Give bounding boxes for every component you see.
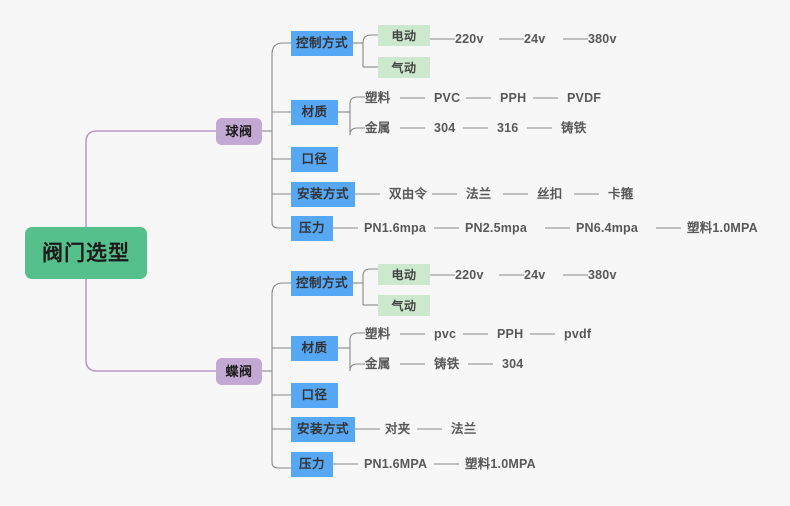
- branch-node-butterfly-valve-label: 蝶阀: [225, 364, 253, 379]
- leaf-butterfly-metal-cast-iron[interactable]: 铸铁: [434, 357, 460, 371]
- attr-label: 材质: [301, 341, 328, 356]
- branch-node-ball-valve-label: 球阀: [225, 124, 253, 139]
- leaf-ball-plastic-pvdf[interactable]: PVDF: [567, 91, 602, 105]
- attr-node-ball-pressure[interactable]: 压力: [291, 216, 333, 241]
- attr-label: 安装方式: [297, 187, 350, 202]
- leaf-butterfly-electric-380v[interactable]: 380v: [588, 268, 617, 282]
- attr-label: 安装方式: [297, 422, 350, 437]
- leaf-butterfly-install-flange[interactable]: 法兰: [451, 422, 477, 436]
- sub-node-butterfly-pneumatic[interactable]: 气动: [378, 295, 430, 316]
- leaf-ball-pressure-pn64[interactable]: PN6.4mpa: [576, 221, 639, 235]
- attr-node-ball-control-method[interactable]: 控制方式: [291, 31, 353, 56]
- attr-node-ball-material[interactable]: 材质: [291, 100, 338, 125]
- sub-node-label: 气动: [391, 60, 417, 75]
- branch-node-butterfly-valve[interactable]: 蝶阀: [216, 358, 262, 385]
- sub-node-butterfly-electric[interactable]: 电动: [378, 264, 430, 285]
- leaf-ball-plastic-pph[interactable]: PPH: [500, 91, 527, 105]
- sub-label-butterfly-metal[interactable]: 金属: [365, 357, 391, 371]
- attr-node-butterfly-control-method[interactable]: 控制方式: [291, 271, 353, 296]
- root-node-label: 阀门选型: [42, 241, 130, 265]
- leaf-butterfly-pressure-pn16[interactable]: PN1.6MPA: [364, 457, 428, 471]
- leaf-butterfly-metal-304[interactable]: 304: [502, 357, 524, 371]
- leaf-ball-pressure-pn16[interactable]: PN1.6mpa: [364, 221, 427, 235]
- attr-label: 控制方式: [296, 36, 349, 51]
- attr-node-butterfly-material[interactable]: 材质: [291, 336, 338, 361]
- attr-node-butterfly-installation[interactable]: 安装方式: [291, 417, 355, 442]
- leaf-ball-plastic-pvc[interactable]: PVC: [434, 91, 461, 105]
- leaf-ball-install-thread[interactable]: 丝扣: [537, 187, 563, 201]
- leaf-butterfly-pressure-plastic-10mpa[interactable]: 塑料1.0MPA: [465, 457, 536, 471]
- sub-node-ball-electric[interactable]: 电动: [378, 25, 430, 46]
- leaf-ball-pressure-plastic-10mpa[interactable]: 塑料1.0MPA: [687, 221, 758, 235]
- attr-label: 口径: [301, 152, 328, 167]
- leaf-butterfly-plastic-pvc[interactable]: pvc: [434, 327, 457, 341]
- sub-node-label: 气动: [391, 298, 417, 313]
- branch-node-ball-valve[interactable]: 球阀: [216, 118, 262, 145]
- sub-node-label: 电动: [391, 28, 417, 43]
- attr-node-ball-caliber[interactable]: 口径: [291, 147, 338, 172]
- leaf-butterfly-electric-24v[interactable]: 24v: [524, 268, 546, 282]
- attr-node-butterfly-caliber[interactable]: 口径: [291, 383, 338, 408]
- leaf-butterfly-install-wafer[interactable]: 对夹: [385, 422, 411, 436]
- attr-label: 材质: [301, 105, 328, 120]
- sub-label-butterfly-plastic[interactable]: 塑料: [365, 327, 391, 341]
- leaf-butterfly-electric-220v[interactable]: 220v: [455, 268, 484, 282]
- leaf-ball-electric-220v[interactable]: 220v: [455, 32, 484, 46]
- sub-node-ball-pneumatic[interactable]: 气动: [378, 57, 430, 78]
- attr-label: 压力: [299, 457, 326, 472]
- attr-label: 控制方式: [296, 276, 349, 291]
- leaf-ball-install-double-union[interactable]: 双由令: [389, 187, 428, 201]
- leaf-ball-metal-cast-iron[interactable]: 铸铁: [561, 121, 587, 135]
- sub-node-label: 电动: [391, 267, 417, 282]
- leaf-butterfly-plastic-pvdf[interactable]: pvdf: [564, 327, 592, 341]
- leaf-ball-electric-380v[interactable]: 380v: [588, 32, 617, 46]
- attr-label: 口径: [301, 388, 328, 403]
- attr-label: 压力: [299, 221, 326, 236]
- attr-node-ball-installation[interactable]: 安装方式: [291, 182, 355, 207]
- leaf-ball-electric-24v[interactable]: 24v: [524, 32, 546, 46]
- leaf-ball-install-flange[interactable]: 法兰: [466, 187, 492, 201]
- leaf-ball-metal-304[interactable]: 304: [434, 121, 456, 135]
- leaf-ball-metal-316[interactable]: 316: [497, 121, 519, 135]
- sub-label-ball-metal[interactable]: 金属: [365, 121, 391, 135]
- attr-node-butterfly-pressure[interactable]: 压力: [291, 452, 333, 477]
- root-node-valve-selection[interactable]: 阀门选型: [25, 227, 147, 279]
- leaf-ball-install-clamp[interactable]: 卡箍: [608, 187, 634, 201]
- sub-label-ball-plastic[interactable]: 塑料: [365, 91, 391, 105]
- leaf-ball-pressure-pn25[interactable]: PN2.5mpa: [465, 221, 528, 235]
- leaf-butterfly-plastic-pph[interactable]: PPH: [497, 327, 524, 341]
